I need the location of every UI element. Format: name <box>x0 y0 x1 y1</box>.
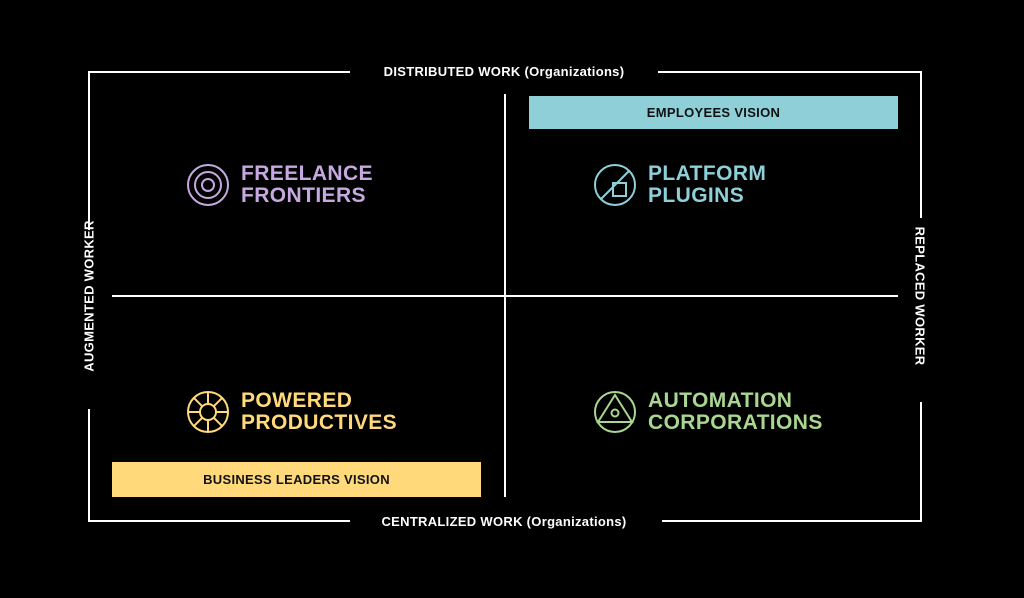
quadrant-title-line2: FRONTIERS <box>241 184 366 207</box>
frame-top-right <box>658 71 922 218</box>
quadrant-automation-corporations: AUTOMATION CORPORATIONS <box>593 390 823 434</box>
frame-top-left <box>88 71 350 230</box>
wheel-icon <box>187 391 229 433</box>
quadrant-freelance-frontiers: FREELANCE FRONTIERS <box>186 163 373 207</box>
quadrant-title: POWERED PRODUCTIVES <box>241 390 397 434</box>
axis-left-label: AUGMENTED WORKER <box>81 220 97 372</box>
quadrant-title: FREELANCE FRONTIERS <box>241 163 373 207</box>
quadrant-title-line1: POWERED <box>241 389 353 412</box>
quadrant-title-line1: PLATFORM <box>648 162 767 185</box>
frame-bottom-right <box>662 402 922 522</box>
quadrant-powered-productives: POWERED PRODUCTIVES <box>186 390 397 434</box>
quadrant-title-line1: FREELANCE <box>241 162 373 185</box>
quadrant-title-line1: AUTOMATION <box>648 389 793 412</box>
axis-bottom-label: CENTRALIZED WORK (Organizations) <box>381 514 627 529</box>
axis-top-label: DISTRIBUTED WORK (Organizations) <box>383 64 625 79</box>
frame-bottom-left <box>88 409 350 522</box>
employees-vision-banner: EMPLOYEES VISION <box>529 96 898 129</box>
circle-triangle-icon <box>594 391 636 433</box>
quadrant-title-line2: CORPORATIONS <box>648 411 823 434</box>
quadrant-platform-plugins: PLATFORM PLUGINS <box>593 163 766 207</box>
quadrant-title-line2: PRODUCTIVES <box>241 411 398 434</box>
concentric-circles-icon <box>187 164 229 206</box>
quadrant-title: PLATFORM PLUGINS <box>648 163 766 207</box>
business-leaders-vision-banner: BUSINESS LEADERS VISION <box>112 462 481 497</box>
axis-right-label: REPLACED WORKER <box>912 226 928 366</box>
circle-square-diagonal-icon <box>594 164 636 206</box>
quadrant-title: AUTOMATION CORPORATIONS <box>648 390 823 434</box>
quadrant-title-line2: PLUGINS <box>648 184 745 207</box>
